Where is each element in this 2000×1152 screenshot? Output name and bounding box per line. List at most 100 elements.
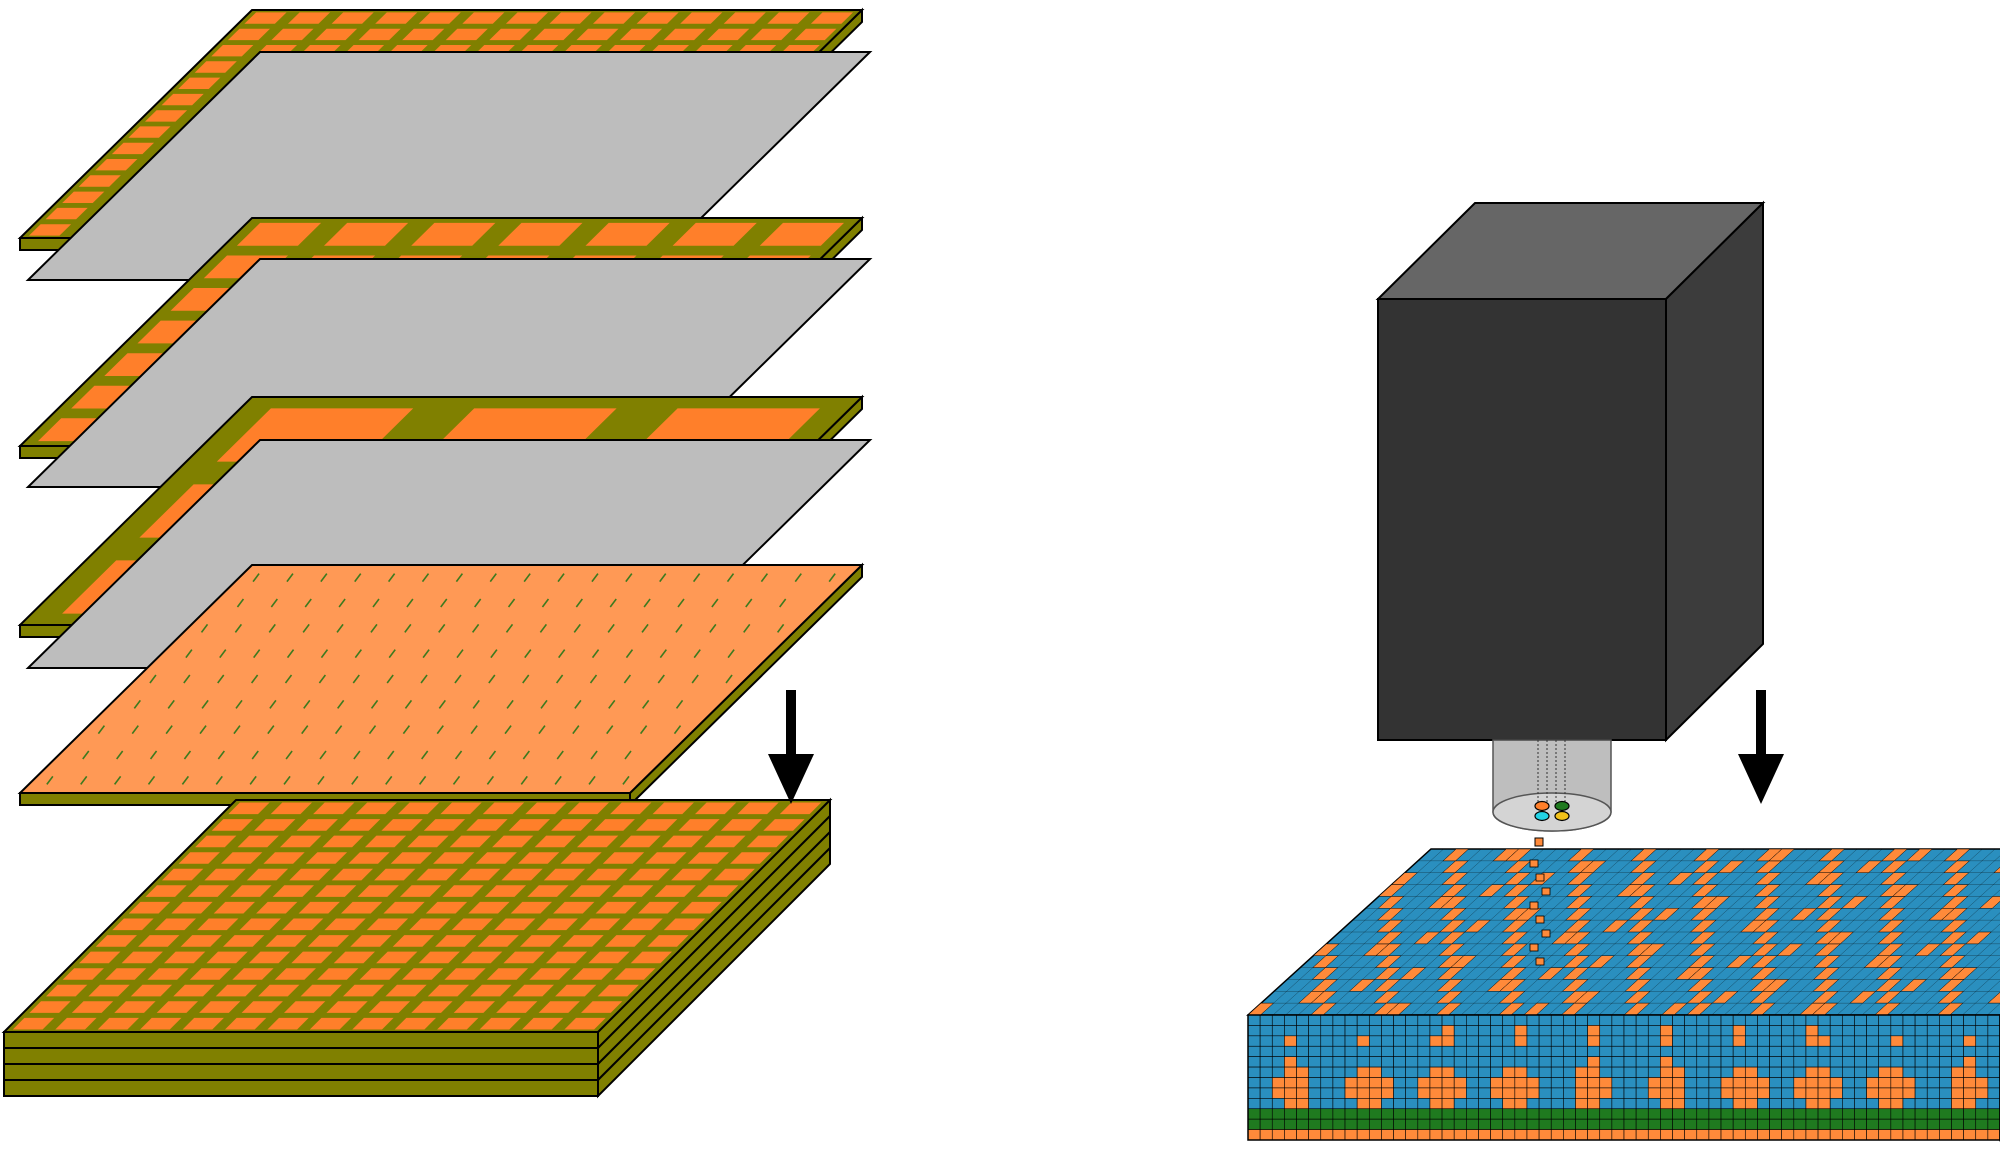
voxel-cell [1575,1118,1588,1130]
orange-cell [484,885,527,897]
voxel-cell [1951,1098,1964,1110]
voxel-cell [1453,1035,1467,1047]
orange-cell [468,901,510,914]
orange-cell [564,1017,606,1030]
orange-cell [239,918,281,931]
voxel-cell [1744,1056,1758,1068]
orange-cell [604,935,647,947]
voxel-grid-line [1924,946,2000,1016]
voxel-cell [1696,1045,1710,1057]
voxel-cell [1478,1077,1491,1089]
orange-cell [392,935,434,947]
voxel-cell [1866,1056,1880,1068]
voxel-cell [1453,1108,1467,1120]
voxel-cell [1951,1087,1964,1099]
orange-cell [145,110,188,122]
voxel-cell [1914,1087,1928,1099]
voxel-cell [1635,1035,1649,1047]
orange-cell [187,885,230,897]
voxel-cell [1696,1129,1710,1141]
orange-cell [204,868,246,881]
voxel-cell [1441,1056,1455,1068]
voxel-cell [1514,1077,1528,1089]
voxel-cell [1647,1025,1661,1037]
voxel-cell [1684,1098,1698,1110]
orange-cell [630,951,672,964]
voxel-cell [1381,1025,1394,1037]
voxel-cell [1247,1077,1261,1089]
orange-cell [560,852,602,864]
voxel-cell [1975,1066,1989,1078]
orange-cell [282,918,324,931]
voxel-cell [1429,1118,1443,1130]
voxel-cell [1757,1118,1770,1130]
voxel-cell [1975,1077,1989,1089]
fiber-dash [522,750,530,760]
voxel-cell [1368,1025,1382,1037]
orange-cell [680,901,722,914]
orange-cell [663,28,706,41]
fiber-dash [149,750,158,760]
orange-cell [576,28,619,41]
voxel-cell [1647,1098,1661,1110]
voxel-cell [1453,1077,1467,1089]
voxel-cell [1672,1035,1685,1047]
voxel-cell [1672,1014,1685,1026]
voxel-cell [1684,1108,1698,1120]
orange-cell [503,951,545,964]
orange-cell [315,885,357,897]
voxel-cell [1271,1098,1285,1110]
voxel-cell [1854,1045,1867,1057]
voxel-grid-line [1912,935,2000,1016]
voxel-cell [1393,1087,1406,1099]
voxel-cell [1939,1014,1952,1026]
voxel-cell [1793,1108,1807,1120]
deposited-voxel [1541,929,1551,938]
voxel-cell [1963,1014,1977,1026]
orange-cell [178,77,221,89]
voxel-cell [1259,1077,1273,1089]
orange-cell [551,819,593,831]
voxel-cell [1757,1045,1770,1057]
voxel-cell [1987,1045,2000,1057]
orange-cell [350,935,392,947]
voxel-cell [1732,1056,1746,1068]
voxel-cell [1478,1098,1491,1110]
voxel-cell [1502,1098,1516,1110]
fiber-dash [454,750,463,760]
voxel-cell [1757,1087,1770,1099]
deposited-voxel [1535,915,1545,924]
voxel-cell [1769,1045,1782,1057]
voxel-cell [1708,1045,1722,1057]
voxel-cell [1453,1087,1467,1099]
voxel-cell [1769,1108,1782,1120]
voxel-cell [1793,1035,1807,1047]
voxel-cell [1611,1108,1625,1120]
orange-cell [461,951,503,964]
fiber-dash [472,699,480,709]
voxel-cell [1356,1108,1370,1120]
orange-cell [462,12,505,24]
voxel-cell [1926,1087,1940,1099]
voxel-cell [1660,1077,1673,1089]
voxel-cell [1284,1056,1297,1068]
voxel-cell [1696,1118,1710,1130]
orange-cell [112,918,154,931]
voxel-cell [1744,1066,1758,1078]
orange-cell [449,835,491,848]
voxel-cell [1356,1098,1370,1110]
fiber-dash [639,725,648,735]
orange-cell [678,819,720,831]
voxel-cell [1599,1087,1613,1099]
orange-cell [553,901,595,914]
voxel-cell [1817,1108,1831,1120]
fiber-dash [284,674,293,684]
voxel-cell [1878,1066,1892,1078]
voxel-cell [1890,1025,1904,1037]
orange-cell [381,819,423,831]
orange-cell [265,935,307,947]
fiber-dash [675,623,683,633]
voxel-cell [1708,1035,1722,1047]
voxel-cell [1587,1129,1601,1141]
voxel-cell [1757,1129,1770,1141]
